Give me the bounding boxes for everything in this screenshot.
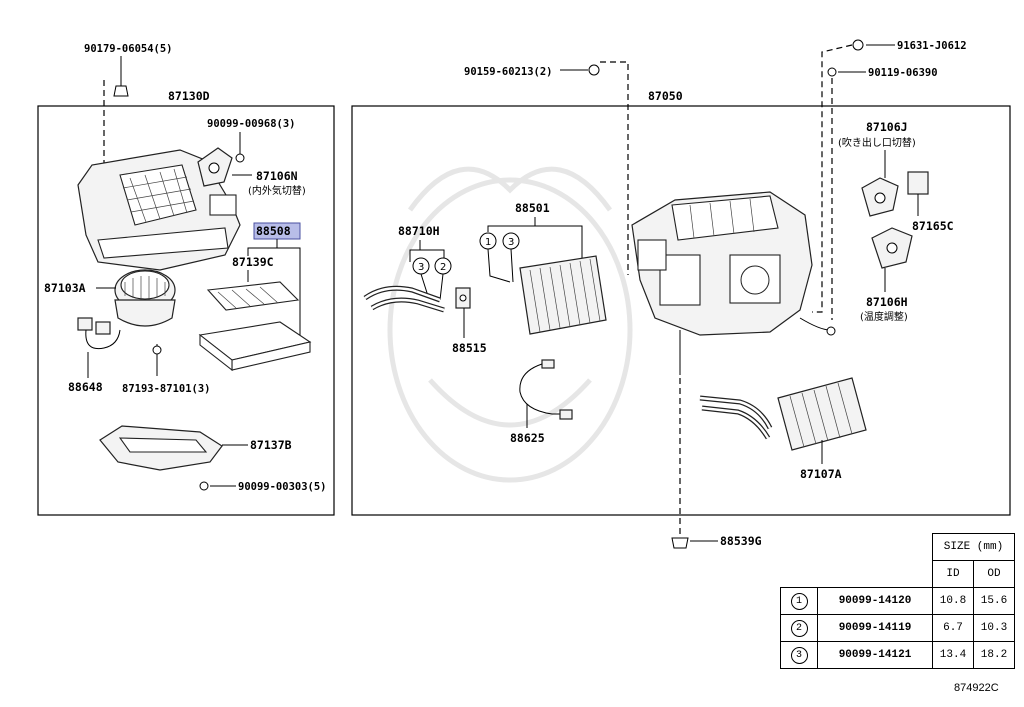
servo-motor-87106j: [861, 177, 899, 217]
label-87106n[interactable]: 87106N: [256, 169, 298, 183]
note-87106h: (温度調整): [860, 310, 908, 323]
right-assembly-frame: [351, 105, 1011, 516]
watermark-crest: [387, 166, 633, 483]
left-assembly-frame: [37, 105, 335, 516]
size-table: SIZE (mm) ID OD 1 90099-14120 10.8 15.6 …: [780, 533, 1015, 669]
blower-motor-87103a: [114, 269, 176, 327]
oring-mark-3b-label: 3: [508, 237, 514, 248]
row-od-value: 18.2: [973, 641, 1015, 669]
size-table-col-id: ID: [932, 560, 974, 588]
label-87139c[interactable]: 87139C: [232, 255, 274, 269]
bolt-91631-icon: [852, 39, 864, 51]
label-88710h[interactable]: 88710H: [398, 224, 440, 238]
screw-90099-00968-icon: [235, 153, 245, 163]
table-row: 1 90099-14120 10.8 15.6: [780, 587, 1015, 615]
label-87106h[interactable]: 87106H: [866, 295, 908, 309]
heater-unit-87050: [631, 191, 836, 375]
heater-core-87107a: [699, 377, 867, 451]
label-88501[interactable]: 88501: [515, 201, 550, 215]
note-87106j: (吹き出し口切替): [838, 136, 916, 149]
size-table-col-od: OD: [973, 560, 1015, 588]
bolt-90119-icon: [827, 67, 837, 77]
label-90179[interactable]: 90179-06054(5): [84, 43, 173, 55]
filter-case-87139c: [198, 321, 312, 372]
label-87103a[interactable]: 87103A: [44, 281, 86, 295]
bolt-90159-icon: [588, 64, 600, 76]
oring-mark-2-label: 2: [440, 262, 446, 273]
refrigerant-tube-88710h: [363, 285, 445, 313]
row-mark-2: 2: [790, 619, 808, 637]
screw-90099-00303-icon: [199, 481, 209, 491]
note-87106n: (内外気切替): [248, 184, 306, 197]
row-part-number[interactable]: 90099-14120: [817, 587, 933, 615]
blower-case-housing: [77, 149, 241, 271]
row-mark-3: 3: [790, 646, 808, 664]
oring-mark-3a-label: 3: [418, 262, 424, 273]
thermistor-88625: [519, 359, 573, 420]
label-91631[interactable]: 91631-J0612: [897, 40, 967, 52]
label-88539g[interactable]: 88539G: [720, 534, 762, 548]
label-87050[interactable]: 87050: [648, 89, 683, 103]
row-id-value: 10.8: [932, 587, 974, 615]
row-od-value: 10.3: [973, 614, 1015, 642]
air-filter-88508: [206, 281, 300, 311]
row-mark-1: 1: [790, 592, 808, 610]
label-88625[interactable]: 88625: [510, 431, 545, 445]
label-87137b[interactable]: 87137B: [250, 438, 292, 452]
expansion-valve-88515: [455, 287, 471, 309]
label-87106j[interactable]: 87106J: [866, 120, 908, 134]
row-od-value: 15.6: [973, 587, 1015, 615]
table-row: 2 90099-14119 6.7 10.3: [780, 614, 1015, 642]
label-87107a[interactable]: 87107A: [800, 467, 842, 481]
label-88515[interactable]: 88515: [452, 341, 487, 355]
row-id-value: 13.4: [932, 641, 974, 669]
table-row: 3 90099-14121 13.4 18.2: [780, 641, 1015, 669]
servo-motor-87106n: [197, 147, 233, 187]
row-part-number[interactable]: 90099-14121: [817, 641, 933, 669]
sensor-87165c: [907, 171, 929, 195]
row-id-value: 6.7: [932, 614, 974, 642]
label-87193[interactable]: 87193-87101(3): [122, 383, 211, 395]
lower-cover-87137b: [99, 425, 223, 471]
label-88648[interactable]: 88648: [68, 380, 103, 394]
size-table-title: SIZE (mm): [932, 533, 1015, 561]
label-90159[interactable]: 90159-60213(2): [464, 66, 553, 78]
harness-88648: [77, 317, 121, 350]
bolt-90179-icon: [113, 56, 129, 97]
label-87130d[interactable]: 87130D: [168, 89, 210, 103]
label-90099-00968[interactable]: 90099-00968(3): [207, 118, 296, 130]
servo-motor-87106h: [871, 227, 913, 269]
label-87165c[interactable]: 87165C: [912, 219, 954, 233]
row-part-number[interactable]: 90099-14119: [817, 614, 933, 642]
diagram-code: 874922C: [954, 682, 999, 694]
label-88508[interactable]: 88508: [256, 224, 291, 238]
evaporator-88501: [519, 255, 607, 335]
grommet-88539g-icon: [671, 537, 689, 549]
oring-mark-1-label: 1: [485, 237, 491, 248]
screw-87193-icon: [152, 345, 162, 355]
label-90099-00303[interactable]: 90099-00303(5): [238, 481, 327, 493]
label-90119[interactable]: 90119-06390: [868, 67, 938, 79]
